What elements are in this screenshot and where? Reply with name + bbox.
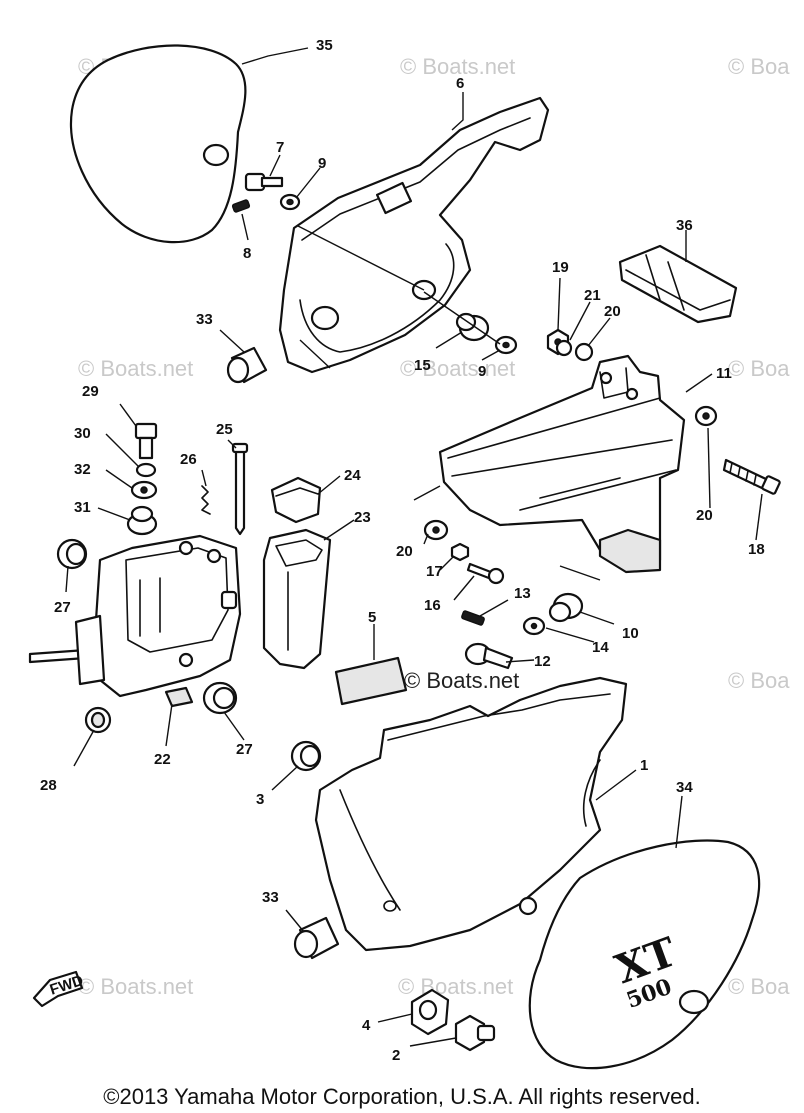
callout-label: 30	[74, 425, 91, 442]
callout-label: 4	[362, 1017, 371, 1034]
part-14-washer	[522, 616, 546, 636]
callout-label: 3	[256, 791, 264, 808]
watermark: © Boa	[728, 668, 790, 693]
watermark: © Boats.net	[400, 54, 515, 79]
watermark: © Boa	[728, 974, 790, 999]
part-16-screw	[466, 562, 505, 585]
callout-label: 31	[74, 499, 91, 516]
part-22-battery-tray	[28, 534, 242, 708]
part-28-grommet	[84, 706, 112, 734]
callout-label: 16	[424, 597, 441, 614]
callout-labels: 35 6 7 9 8 36 19 21 20 33 15 9 11 29 25 …	[40, 37, 765, 1064]
part-20-washer-upper	[574, 342, 594, 362]
part-20-washer-middle	[423, 519, 449, 541]
callout-label: 32	[74, 461, 91, 478]
watermark: © Boats.net	[404, 668, 519, 693]
callout-label: 33	[262, 889, 279, 906]
callout-label: 12	[534, 653, 551, 670]
watermark: © Boa	[728, 356, 790, 381]
part-33-collar-lower	[293, 916, 340, 960]
fwd-arrow-icon: FWD	[32, 970, 86, 1008]
callout-label: 9	[478, 363, 486, 380]
callout-label: 21	[584, 287, 601, 304]
callout-label: 24	[344, 467, 361, 484]
callout-label: 1	[640, 757, 648, 774]
watermark: © Boats.net	[78, 974, 193, 999]
callout-label: 20	[396, 543, 413, 560]
watermark: © Boats.net	[400, 356, 515, 381]
callout-label: 15	[414, 357, 431, 374]
watermark: © Boa	[728, 54, 790, 79]
copyright-text: ©2013 Yamaha Motor Corporation, U.S.A. A…	[103, 1084, 701, 1109]
part-24-cap	[270, 476, 322, 524]
part-20-washer-right	[694, 405, 718, 427]
callout-label: 23	[354, 509, 371, 526]
callout-label: 34	[676, 779, 693, 796]
callout-label: 2	[392, 1047, 400, 1064]
callout-label: 27	[236, 741, 253, 758]
part-27-grommet-left	[56, 538, 88, 570]
callout-label: 20	[604, 303, 621, 320]
part-29-bolt	[134, 422, 158, 460]
part-9-washer-upper	[279, 193, 301, 211]
callout-label: 26	[180, 451, 197, 468]
part-10-damper	[548, 592, 584, 623]
part-31-grommet	[126, 505, 158, 536]
callout-label: 9	[318, 155, 326, 172]
callout-label: 14	[592, 639, 609, 656]
part-18-bolt	[722, 458, 781, 495]
callout-label: 19	[552, 259, 569, 276]
part-23-holder	[262, 528, 332, 670]
part-27-grommet-right	[202, 681, 238, 715]
part-35-emblem-plate	[69, 44, 247, 244]
callout-label: 13	[514, 585, 531, 602]
callout-label: 7	[276, 139, 284, 156]
callout-label: 8	[243, 245, 251, 262]
callout-label: 20	[696, 507, 713, 524]
watermark: © Boats.net	[398, 974, 513, 999]
part-3-grommet	[290, 740, 322, 772]
callout-label: 18	[748, 541, 765, 558]
part-6-side-cover	[278, 96, 550, 374]
part-4-grommet	[410, 988, 450, 1036]
callout-label: 33	[196, 311, 213, 328]
part-21-lock-washer	[555, 339, 573, 357]
part-13-pin	[461, 610, 485, 626]
part-26-spring-clip	[201, 485, 211, 515]
part-1-side-cover	[314, 676, 628, 952]
callout-label: 36	[676, 217, 693, 234]
watermark: © Boats.net	[78, 356, 193, 381]
part-30-washer	[135, 462, 157, 478]
callout-label: 28	[40, 777, 57, 794]
callout-label: 27	[54, 599, 71, 616]
part-11-bracket-box	[438, 354, 686, 574]
part-12-bolt	[464, 642, 514, 670]
callout-label: 25	[216, 421, 233, 438]
watermark-layer: © Boats.net © Boats.net © Boa © Boats.ne…	[78, 54, 790, 999]
callout-label: 17	[426, 563, 443, 580]
callout-label: 10	[622, 625, 639, 642]
callout-label: 6	[456, 75, 464, 92]
part-8-pin	[231, 199, 251, 213]
part-17-nut	[450, 542, 470, 562]
leader-lines	[65, 47, 763, 1047]
part-34-emblem-plate: XT 500	[528, 839, 761, 1070]
callout-label: 22	[154, 751, 171, 768]
callout-label: 29	[82, 383, 99, 400]
part-33-collar-upper	[226, 346, 268, 384]
part-7-screw	[244, 172, 284, 192]
callout-label: 11	[716, 365, 732, 382]
callout-label: 5	[368, 609, 376, 626]
part-9-washer-lower	[494, 335, 518, 355]
part-2-fastener	[454, 1014, 496, 1052]
part-32-washer	[130, 480, 158, 500]
part-25-long-pin	[231, 442, 249, 536]
part-36-tool-bag	[618, 244, 738, 324]
callout-label: 35	[316, 37, 333, 54]
part-5-label	[334, 656, 408, 706]
